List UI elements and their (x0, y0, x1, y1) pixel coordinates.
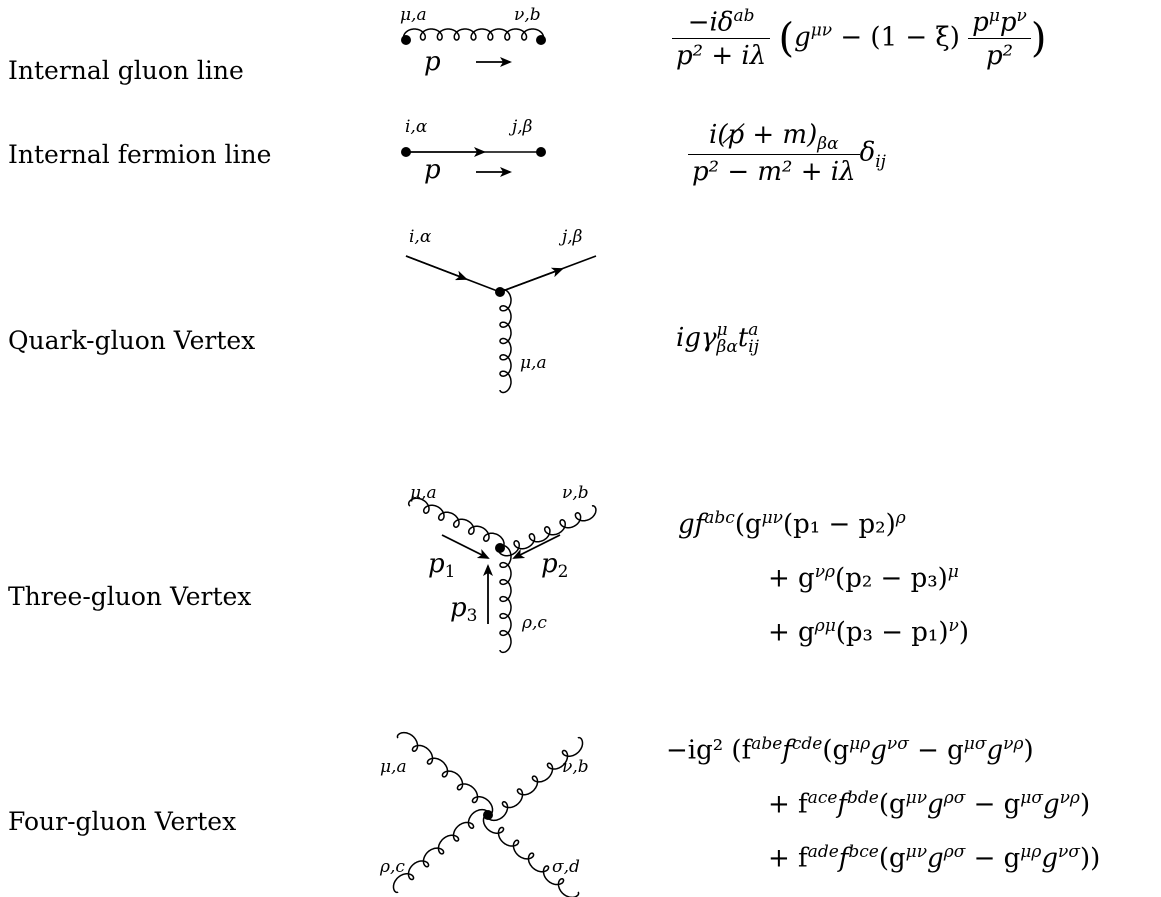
gluon-line-bottom (499, 544, 512, 654)
label-internal-fermion-line: Internal fermion line (8, 140, 272, 169)
vertex-dot (483, 810, 493, 820)
index-left: μ,a (400, 5, 427, 25)
three-gluon-rule-line-2: + gνρ(p₂ − p₃)μ (768, 562, 959, 594)
momentum-p2: p2 (541, 549, 568, 582)
vertex-dot-left (401, 147, 411, 157)
momentum-label: p (424, 155, 441, 185)
four-gluon-vertex-diagram: μ,a ν,b ρ,c σ,d (379, 731, 589, 897)
index-out: j,β (558, 227, 583, 247)
momentum-label: p (424, 47, 441, 77)
index-bottom: ρ,c (521, 613, 547, 633)
index-gluon: μ,a (520, 353, 547, 373)
vertex-dot (495, 287, 505, 297)
three-gluon-vertex-diagram: μ,a ν,b ρ,c p1 p2 p3 (407, 483, 597, 654)
gluon-line-bottom-right (482, 813, 580, 897)
fermion-propagator-diagram: i,α j,β p (401, 117, 546, 185)
index-left: μ,a (410, 483, 437, 503)
gluon-line-left (407, 497, 505, 549)
quark-gluon-vertex-diagram: i,α j,β μ,a (405, 227, 597, 394)
three-gluon-rule-line-1: gfabc(gμν(p₁ − p₂)ρ (678, 508, 906, 540)
gluon-line-right (497, 505, 597, 557)
index-right: j,β (508, 117, 533, 137)
label-three-gluon-vertex: Three-gluon Vertex (8, 582, 252, 611)
vertex-dot-right (536, 147, 546, 157)
momentum-arrow-p1 (441, 534, 490, 559)
index-bottom-right: σ,d (552, 857, 580, 877)
index-bottom-left: ρ,c (379, 857, 405, 877)
four-gluon-rule-line-2: + facefbde(gμνgρσ − gμσgνρ) (768, 788, 1091, 820)
three-gluon-rule-line-3: + gρμ(p₃ − p₁)ν) (768, 616, 969, 648)
outgoing-quark-arrow (499, 267, 564, 293)
label-four-gluon-vertex: Four-gluon Vertex (8, 807, 237, 836)
gluon-line-bottom-left (392, 808, 490, 894)
label-quark-gluon-vertex: Quark-gluon Vertex (8, 326, 256, 355)
incoming-quark-arrow (405, 255, 468, 281)
momentum-p1: p1 (428, 549, 455, 582)
label-internal-gluon-line: Internal gluon line (8, 56, 244, 85)
index-right: ν,b (562, 483, 589, 503)
index-right: ν,b (514, 5, 541, 25)
momentum-p3: p3 (450, 593, 477, 626)
index-in: i,α (409, 227, 432, 247)
gluon-line (499, 288, 512, 394)
index-left: i,α (405, 117, 428, 137)
gluon-line-top-left (396, 731, 494, 817)
vertex-dot (495, 543, 505, 553)
gluon-line (402, 28, 545, 41)
four-gluon-rule-line-3: + fadefbce(gμνgρσ − gμρgνσ)) (768, 842, 1101, 874)
index-top-left: μ,a (380, 757, 407, 777)
vertex-dot-right (536, 35, 546, 45)
gluon-propagator-diagram: μ,a ν,b p (400, 5, 546, 77)
momentum-arrow-p2 (512, 534, 561, 559)
gluon-line-top-right (486, 736, 584, 822)
index-top-right: ν,b (562, 757, 589, 777)
four-gluon-rule-line-1: −ig² (fabefcde(gμρgνσ − gμσgνρ) (666, 734, 1034, 766)
vertex-dot-left (401, 35, 411, 45)
